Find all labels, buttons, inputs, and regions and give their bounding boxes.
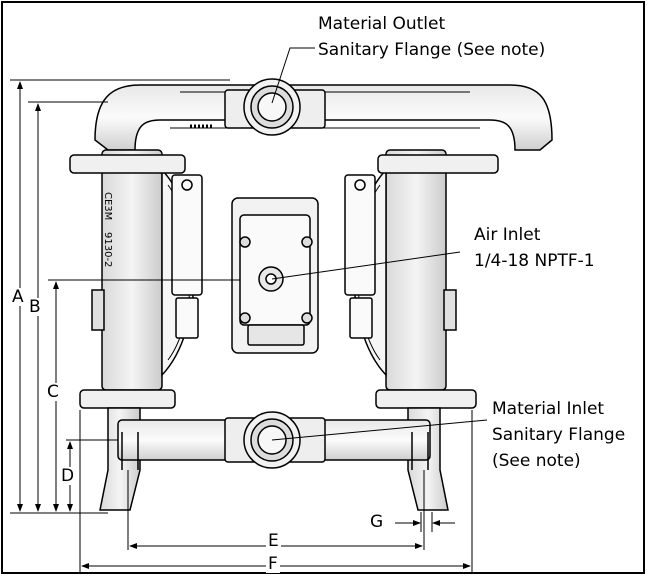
inlet-manifold [99,407,449,511]
dimension-c: C [45,382,61,402]
inlet-label-line3: (See note) [492,451,581,471]
inlet-label-line2: Sanitary Flange [492,425,626,445]
outlet-label-line1: Material Outlet [318,14,446,34]
outlet-manifold [94,78,553,151]
leader-lines [271,47,488,441]
brand-mark: CE3M [102,192,113,221]
dimension-f: F [266,554,280,574]
air-inlet-label-line1: Air Inlet [474,225,541,245]
dimension-g: G [368,512,386,532]
outlet-label-line2: Sanitary Flange (See note) [318,40,546,60]
inlet-label-line1: Material Inlet [492,399,605,419]
air-inlet-label-line2: 1/4-18 NPTF-1 [474,251,595,271]
dimension-d: D [59,466,77,486]
dimension-e: E [266,531,281,551]
dimension-b: B [27,297,43,317]
air-center [231,197,319,354]
dimension-a: A [10,287,26,307]
serial-mark: 9130-2 [102,232,113,268]
